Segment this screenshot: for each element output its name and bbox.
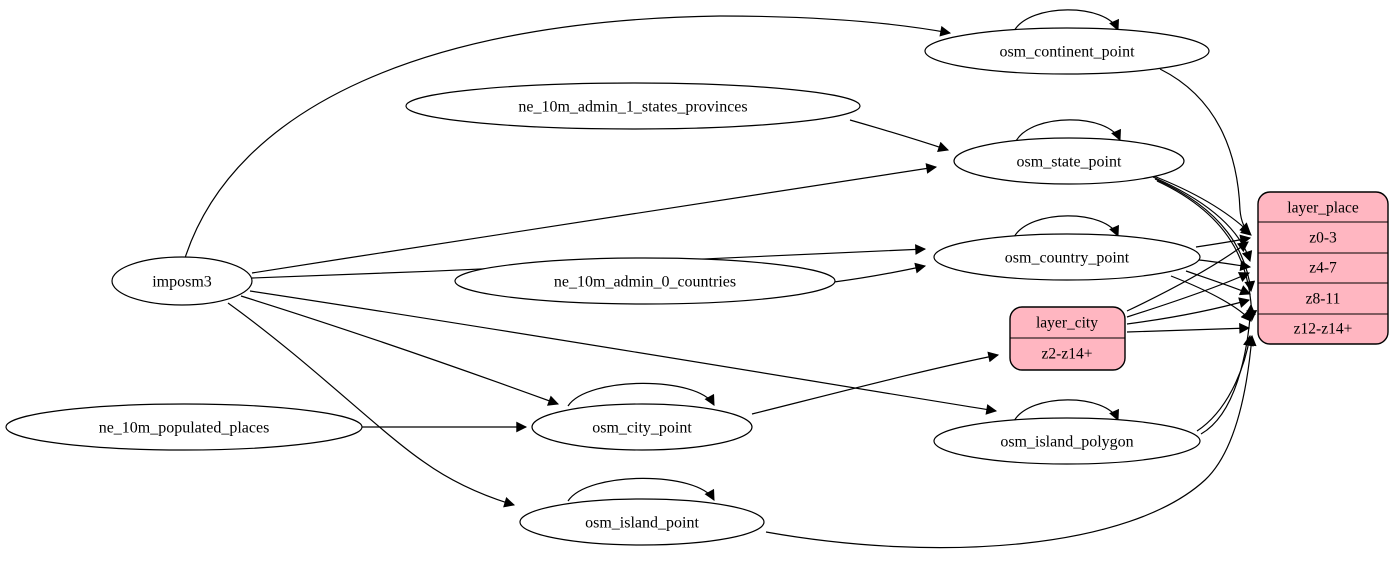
self-loop-osm_country_point: [1013, 215, 1119, 238]
edge-ne_10m_admin_0_countries-osm_country_point: [833, 262, 927, 283]
record-layer_city: layer_city z2-z14+: [1009, 306, 1126, 371]
node-osm_state_point-shape: [953, 137, 1185, 185]
record-layer_city-row-z2-z14: z2-z14+: [1042, 346, 1093, 363]
edge-imposm3-osm_continent_point: [184, 15, 952, 259]
node-osm_continent_point-shape: [924, 27, 1210, 75]
node-osm_state_point-label: osm_state_point: [1017, 154, 1122, 171]
edge-imposm3-osm_island_point: [227, 302, 516, 508]
node-ne_10m_admin_1_states_provinces: ne_10m_admin_1_states_provinces: [405, 82, 861, 130]
node-imposm3: imposm3: [111, 256, 253, 306]
edge-imposm3-osm_state_point: [251, 163, 938, 274]
edge-osm_country_point-layer_place-z12-z14: [1170, 275, 1252, 322]
node-osm_city_point-label: osm_city_point: [592, 420, 692, 437]
node-osm_city_point-shape: [531, 403, 753, 451]
edge-layer_city-layer_place-z4-7: [1126, 272, 1250, 318]
edge-imposm3-osm_city_point: [240, 295, 560, 406]
self-loop-osm_island_point: [567, 477, 715, 502]
self-loop-osm_island_polygon: [1013, 399, 1119, 422]
node-osm_state_point: osm_state_point: [953, 137, 1185, 185]
self-loop-osm_city_point: [567, 382, 715, 407]
record-layer_place-row-z0-3: z0-3: [1309, 230, 1337, 247]
edge-imposm3-osm_island_polygon: [249, 290, 998, 415]
edge-layer_city-layer_place-z0-3: [1126, 241, 1249, 312]
node-ne_10m_admin_1_states_provinces-shape: [405, 82, 861, 130]
edge-osm_island_point-layer_place-z12-z14: [765, 334, 1257, 549]
edge-layer_city-layer_place-z12-z14: [1126, 322, 1251, 334]
edge-osm_state_point-layer_place-z0-3: [1150, 174, 1251, 234]
node-osm_island_polygon: osm_island_polygon: [933, 417, 1201, 465]
edge-osm_island_polygon-layer_place-z8-11: [1200, 303, 1256, 435]
node-ne_10m_populated_places-label: ne_10m_populated_places: [99, 420, 270, 437]
edge-ne_10m_admin_1_states_provinces-osm_state_point: [849, 119, 950, 153]
node-ne_10m_populated_places-shape: [5, 403, 363, 451]
edge-osm_island_polygon-layer_place-z12-z14: [1196, 334, 1254, 432]
record-layer_place: layer_place z0-3 z4-7 z8-11 z12-z14+: [1257, 191, 1389, 345]
node-ne_10m_admin_0_countries-shape: [454, 257, 836, 305]
node-ne_10m_admin_1_states_provinces-label: ne_10m_admin_1_states_provinces: [518, 99, 747, 116]
node-osm_country_point-label: osm_country_point: [1005, 250, 1130, 267]
node-imposm3-shape: [111, 256, 253, 306]
node-ne_10m_populated_places: ne_10m_populated_places: [5, 403, 363, 451]
node-osm_island_point-label: osm_island_point: [585, 515, 699, 532]
record-layer_place-row-z8-11: z8-11: [1306, 291, 1341, 308]
node-osm_country_point: osm_country_point: [933, 233, 1201, 281]
node-osm_island_polygon-label: osm_island_polygon: [1000, 434, 1133, 451]
edge-osm_country_point-layer_place-z0-3: [1195, 234, 1252, 248]
record-layer_place-title: layer_place: [1287, 200, 1359, 217]
record-layer_city-title: layer_city: [1036, 315, 1098, 332]
edge-osm_city_point-layer_city-z2-z14: [751, 351, 1000, 415]
edge-osm_state_point-layer_place-z12-z14: [1156, 180, 1258, 322]
edge-layer_city-layer_place-z8-11: [1126, 297, 1251, 325]
node-osm_island_point: osm_island_point: [519, 498, 765, 546]
record-layer_place-box: [1257, 191, 1389, 345]
edge-osm_country_point-layer_place-z4-7: [1198, 259, 1252, 271]
record-layer_place-row-z12-z14: z12-z14+: [1294, 321, 1353, 338]
node-osm_continent_point-label: osm_continent_point: [999, 44, 1135, 61]
self-loop-osm_state_point: [1015, 119, 1121, 142]
node-osm_island_polygon-shape: [933, 417, 1201, 465]
edge-osm_country_point-layer_place-z8-11: [1185, 270, 1251, 296]
node-osm_continent_point: osm_continent_point: [924, 27, 1210, 75]
self-loop-osm_continent_point: [1013, 9, 1119, 32]
node-osm_country_point-shape: [933, 233, 1201, 281]
node-ne_10m_admin_0_countries-label: ne_10m_admin_0_countries: [554, 274, 736, 291]
node-osm_city_point: osm_city_point: [531, 403, 753, 451]
node-ne_10m_admin_0_countries: ne_10m_admin_0_countries: [454, 257, 836, 305]
node-osm_island_point-shape: [519, 498, 765, 546]
node-imposm3-label: imposm3: [152, 274, 212, 291]
record-layer_place-row-z4-7: z4-7: [1309, 260, 1337, 277]
